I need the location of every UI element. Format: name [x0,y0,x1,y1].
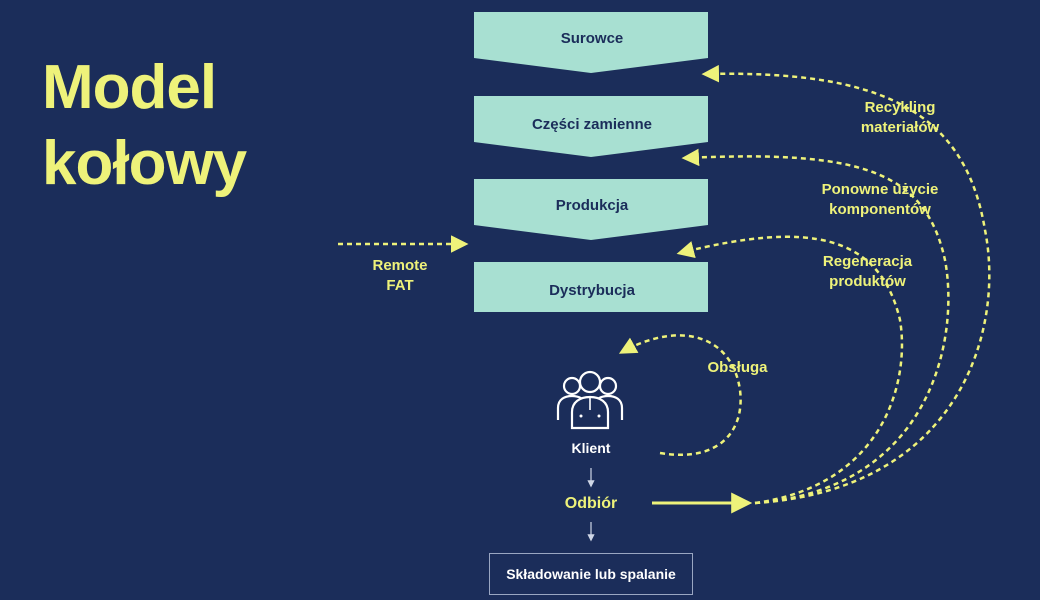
stage-shape-czesci [474,96,708,157]
stage-shape-dystrybucja [474,262,708,312]
reuse-label: Ponowne użycie komponentów [821,181,939,218]
stage-label-produkcja: Produkcja [555,197,629,214]
stage-label-dystrybucja: Dystrybucja [549,282,635,299]
recycling-label: Recykling materiałów [860,99,940,136]
stage-label-czesci: Części zamienne [531,116,653,133]
page-title: Model kołowy [42,50,247,202]
remote-fat-label: Remote FAT [372,257,428,294]
regeneration-loop [676,235,904,505]
reuse-loop [681,148,950,505]
client-label: Klient [571,440,611,456]
service-label: Obsługa [707,359,768,376]
recycling-loop [701,64,991,505]
stage-label-surowce: Surowce [560,30,624,47]
collection-label: Odbiór [564,495,618,512]
title-line-1: Model [42,53,217,122]
title-line-2: kołowy [42,129,247,198]
stage-shape-produkcja [474,179,708,240]
regeneration-label: Regeneracja produktów [822,253,913,290]
stage-shape-surowce [474,12,708,73]
people-group-icon [556,370,624,430]
final-disposal-box: Składowanie lub spalanie [489,553,693,595]
final-disposal-label: Składowanie lub spalanie [506,566,676,582]
service-loop [618,334,742,456]
